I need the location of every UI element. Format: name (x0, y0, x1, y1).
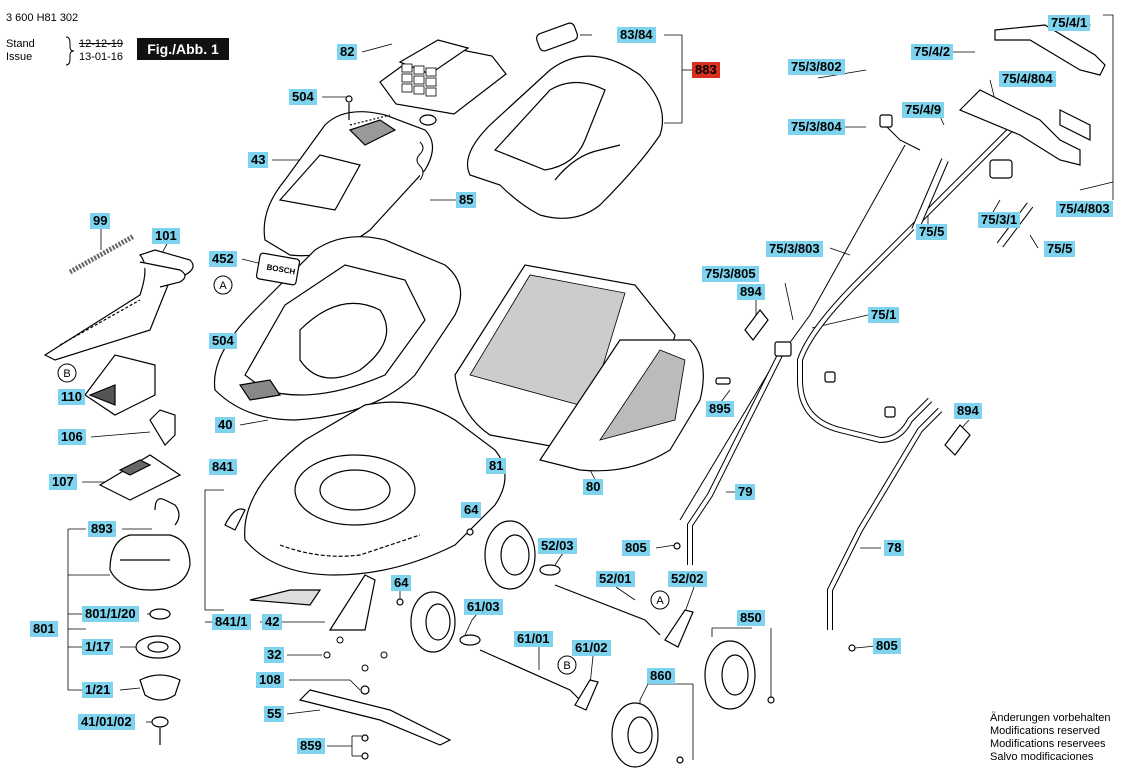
part-label: 801/1/20 (82, 606, 139, 622)
part-switch-106 (149, 409, 176, 446)
part-label: 75/1 (868, 307, 900, 323)
issue-label: Issue (6, 51, 33, 63)
part-tray-107 (98, 454, 182, 501)
part-label: 82 (337, 44, 358, 60)
callout-a-axle: A (656, 595, 664, 607)
part-label: 52/02 (668, 571, 707, 587)
part-label: 41/01/02 (78, 714, 135, 730)
part-label: 894 (737, 284, 765, 300)
part-deflector-42 (249, 574, 376, 631)
part-spring-99 (68, 233, 136, 275)
part-motor-801 (109, 498, 191, 745)
doc-number: 3 600 H81 302 (6, 12, 79, 24)
part-label: 75/4/803 (1056, 201, 1113, 217)
part-wheels (396, 520, 775, 768)
part-label: 805 (622, 540, 650, 556)
part-label: 83/84 (617, 27, 656, 43)
part-label: 43 (248, 152, 269, 168)
part-label: 40 (215, 417, 236, 433)
stand-label: Stand (6, 38, 35, 50)
part-label: 75/4/1 (1048, 15, 1091, 31)
part-label: 75/3/1 (978, 212, 1021, 228)
header-brace (65, 36, 75, 66)
part-label: 841 (209, 459, 237, 475)
part-label: 452 (209, 251, 237, 267)
part-label: 75/3/802 (788, 59, 845, 75)
note-en: Modifications reserved (990, 725, 1101, 737)
part-label: 101 (152, 228, 180, 244)
part-label: 80 (583, 479, 604, 495)
part-top-handle-754 (673, 24, 1106, 652)
part-label: 52/01 (596, 571, 635, 587)
part-label: 895 (706, 401, 734, 417)
note-de: Änderungen vorbehalten (990, 712, 1111, 724)
part-blade-55 (298, 685, 452, 760)
part-label: 75/5 (916, 224, 948, 240)
part-label: 1/21 (82, 682, 114, 698)
part-label: 850 (737, 610, 765, 626)
part-label: 99 (90, 213, 111, 229)
part-label: 75/4/9 (902, 102, 945, 118)
part-label: 504 (289, 89, 317, 105)
modification-notes: Änderungen vorbehalten Modifications res… (990, 712, 1110, 764)
part-upper-housing-43 (263, 95, 434, 257)
part-label: 859 (297, 738, 325, 754)
part-cover-110 (84, 354, 156, 416)
note-es: Salvo modificaciones (990, 751, 1094, 763)
part-screws-32 (323, 636, 388, 672)
part-label: 860 (647, 668, 675, 684)
part-label: 1/17 (82, 639, 114, 655)
note-fr: Modifications reservees (990, 738, 1106, 750)
part-label: 841/1 (212, 614, 251, 630)
old-date: 12-12-19 (79, 38, 124, 50)
part-label: 61/01 (514, 631, 553, 647)
part-axles (459, 564, 694, 711)
part-grass-guard-83 (466, 22, 664, 219)
part-grass-box-80 (539, 339, 704, 472)
part-label: 32 (264, 647, 285, 663)
part-label: 52/03 (538, 538, 577, 554)
part-label: 893 (88, 521, 116, 537)
part-label: 805 (873, 638, 901, 654)
part-label: 75/3/804 (788, 119, 845, 135)
part-label: 894 (954, 403, 982, 419)
part-chassis-841 (224, 401, 506, 576)
part-label: 108 (256, 672, 284, 688)
part-lever-101 (43, 249, 194, 361)
part-label: 107 (49, 474, 77, 490)
part-cover-82 (379, 39, 507, 126)
part-label: 75/4/804 (999, 71, 1056, 87)
part-label: 64 (391, 575, 412, 591)
part-label: 75/3/803 (766, 241, 823, 257)
callout-b-left: B (63, 368, 70, 380)
part-label: 110 (58, 389, 85, 405)
part-label: 61/03 (464, 599, 503, 615)
part-label: 106 (58, 429, 86, 445)
part-label: 85 (456, 192, 477, 208)
part-label: 64 (461, 502, 482, 518)
part-label: 55 (264, 706, 285, 722)
part-label: 75/5 (1044, 241, 1076, 257)
part-label: 75/4/2 (911, 44, 954, 60)
part-label: 75/3/805 (702, 266, 759, 282)
part-label: 42 (262, 614, 283, 630)
part-label: 79 (735, 484, 756, 500)
part-handle (679, 119, 1034, 630)
callout-b-axle: B (563, 660, 570, 672)
part-label-highlight: 883 (692, 62, 720, 78)
part-deck-40 (213, 236, 462, 421)
part-label: 61/02 (572, 640, 611, 656)
part-label: 81 (486, 458, 507, 474)
figure-label: Fig./Abb. 1 (137, 38, 229, 60)
callout-circles (57, 275, 670, 675)
part-label: 78 (884, 540, 905, 556)
part-label: 801 (30, 621, 58, 637)
part-label: 504 (209, 333, 237, 349)
new-date: 13-01-16 (79, 51, 124, 63)
callout-a-top: A (219, 280, 227, 292)
